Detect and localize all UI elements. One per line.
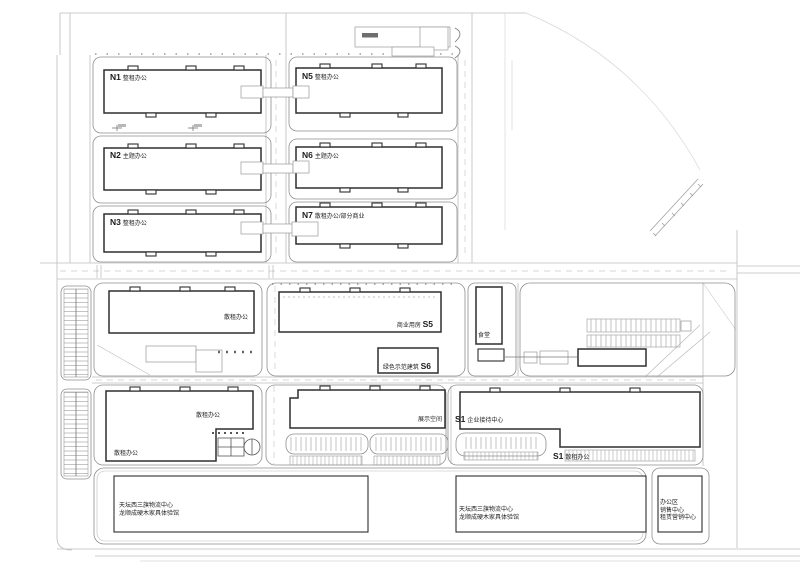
- north-annex-building: [354, 26, 461, 59]
- building-s5: [278, 287, 442, 333]
- label-low-left-office-b: 散租办公: [114, 451, 139, 457]
- building-n5: [292, 63, 443, 118]
- elevation-markers: [112, 124, 202, 131]
- tiny-label-mark: [362, 33, 378, 38]
- label-mid-left-office: 散租办公: [224, 315, 249, 321]
- label-office-block: 办公区销售中心租赁营销中心: [660, 500, 697, 521]
- label-s6: 绿色示范建筑 S6: [382, 361, 431, 371]
- label-logistics-west: 天坛西三旗物流中心龙顺成硬木家具体验馆: [119, 503, 180, 517]
- building-exhibition: [289, 385, 446, 429]
- building-n1: [103, 65, 294, 118]
- building-logistics-east: [455, 475, 647, 533]
- fence-diagonal: [649, 178, 704, 237]
- building-n6: [292, 142, 443, 193]
- building-n3: [103, 209, 294, 257]
- building-n2: [103, 143, 294, 195]
- mid-right-parking-and-buildings: [505, 318, 692, 367]
- label-logistics-east: 天坛西三旗物流中心龙顺成硬木家具体验馆: [459, 507, 520, 521]
- sports-courts: [212, 432, 261, 457]
- building-n7: [291, 202, 443, 249]
- lower-middle-parking: [285, 433, 449, 466]
- building-s1: [455, 387, 701, 462]
- building-canteen: [475, 286, 505, 362]
- building-office-block: [657, 475, 703, 533]
- label-exhibition: 展示空间: [417, 417, 442, 423]
- building-low-left-office: [105, 386, 261, 462]
- label-canteen: 食堂: [478, 333, 491, 339]
- building-s6: [377, 347, 439, 374]
- building-mid-left-office: [108, 286, 255, 373]
- left-parking-strips: [60, 285, 92, 480]
- label-s5: 商业用房 S5: [396, 319, 433, 329]
- building-logistics-west: [113, 475, 369, 533]
- label-low-left-office-a: 散租办公: [196, 413, 221, 419]
